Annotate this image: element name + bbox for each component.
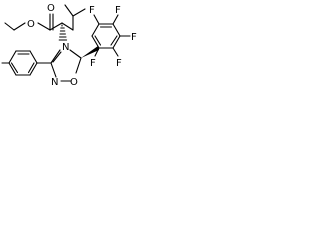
pentafluorophenyl-ring	[91, 14, 131, 57]
hashed-wedge-bond	[58, 24, 68, 41]
fluorine-top-left-label: F	[89, 5, 95, 16]
ring-o1-label: O	[70, 77, 78, 88]
fluorine-bottom-left-label: F	[90, 58, 96, 69]
isopropyl-group	[61, 4, 86, 31]
molecule-structure: O O N N O F F F F F	[1, 3, 137, 88]
ring-n2-label: N	[51, 77, 58, 88]
ester-oxygen-label: O	[27, 19, 35, 30]
solid-wedge-bond	[81, 46, 99, 58]
tolyl-ring	[1, 50, 52, 76]
ethyl-group	[4, 22, 26, 31]
ester-group	[37, 13, 63, 31]
ring-n4-label: N	[62, 42, 69, 53]
carbonyl-oxygen-label: O	[47, 3, 55, 14]
fluorine-top-right-label: F	[115, 5, 121, 16]
fluorine-bottom-right-label: F	[116, 58, 122, 69]
fluorine-right-label: F	[131, 32, 137, 43]
oxadiazoline-ring	[50, 49, 82, 82]
